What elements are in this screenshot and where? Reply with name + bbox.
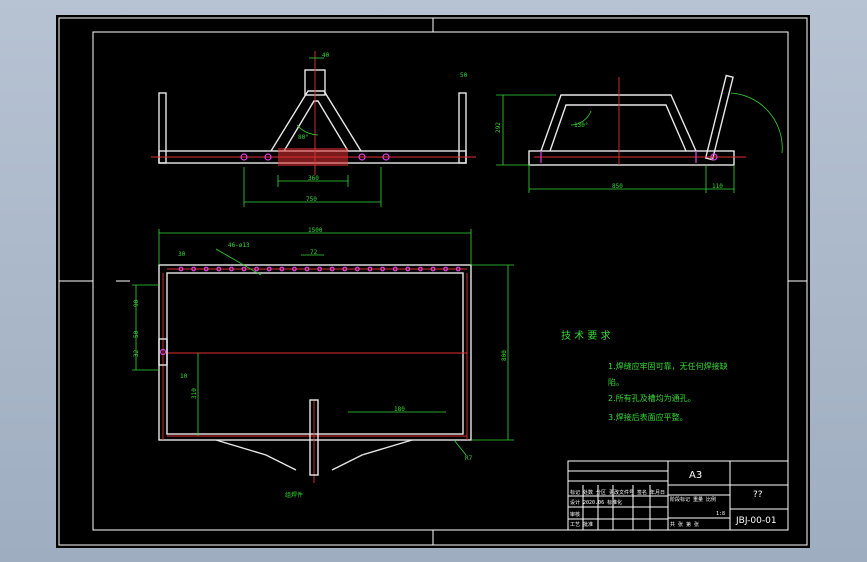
plan-right-brace: [331, 439, 413, 471]
inner-frame: [92, 31, 789, 531]
drawing-sheet: 80° 40 50 360 750 130° 292 850 11: [56, 15, 810, 548]
front-outer-dim: 750: [306, 196, 317, 203]
leader-line: [453, 439, 467, 456]
side-frame: [540, 94, 697, 152]
side-angle-arc: [570, 110, 592, 126]
side-base: [528, 150, 735, 166]
plan-pitch-dim: 72: [310, 249, 318, 256]
plan-hole: [266, 266, 272, 272]
front-hole: [264, 153, 272, 161]
plan-left-90-dim: 90: [133, 299, 140, 307]
plan-view-label: 组焊件: [285, 491, 303, 499]
side-pin: [710, 153, 718, 161]
plan-hole: [405, 266, 411, 272]
plan-180-dim: 180: [394, 406, 405, 413]
plan-hole: [380, 266, 386, 272]
side-angle-label: 130°: [574, 122, 588, 129]
front-angle-arc: [296, 124, 319, 136]
plan-hole-row: [178, 266, 461, 272]
plan-hole: [443, 266, 449, 272]
tb-format: A3: [689, 470, 702, 481]
title-block: A3 ?? JBJ-00-01 阶段标记 重量 比例 1:8 共 张 第 张 标…: [567, 460, 789, 531]
tb-row-4: 工艺 批准: [570, 521, 593, 528]
plan-height-dim: 800: [501, 350, 508, 361]
plan-hole: [329, 266, 335, 272]
plan-hole: [178, 266, 184, 272]
side-swing-arc: [730, 92, 783, 154]
plan-left-brace: [215, 439, 297, 471]
tb-row-3: 审核: [570, 511, 580, 518]
plan-hole: [455, 266, 461, 272]
plan-hole: [367, 266, 373, 272]
front-triangle-inner: [283, 100, 349, 152]
tech-line-1b: 陷。: [608, 377, 624, 387]
front-left-post: [158, 92, 167, 164]
plan-hole: [291, 266, 297, 272]
plan-width-dim: 1500: [308, 227, 323, 234]
tb-stage: 阶段标记 重量 比例: [670, 496, 716, 503]
side-base-dim: 850: [612, 183, 623, 190]
front-top-dim: 40: [322, 52, 330, 59]
plan-hole: [304, 266, 310, 272]
tb-drawing-no: JBJ-00-01: [735, 516, 777, 526]
plan-hole: [355, 266, 360, 272]
side-hitch-arm: [704, 74, 734, 161]
front-right-dim: 50: [460, 72, 468, 79]
plan-hole: [392, 266, 398, 272]
plan-left-310-dim: 310: [191, 388, 198, 399]
plan-left-10-dim: 10: [180, 373, 188, 380]
plan-left-gap-dim: 30: [178, 251, 186, 258]
cad-drawing: 80° 40 50 360 750 130° 292 850 11: [58, 17, 808, 546]
outer-frame: [58, 17, 808, 546]
tb-row-2: 设计 2020.06 标准化: [570, 499, 622, 506]
tb-row-1: 标记 处数 分区 更改文件号 签名 年月日: [570, 489, 665, 496]
tech-title: 技 术 要 求: [561, 329, 611, 342]
side-height-dim: 292: [495, 122, 502, 133]
tech-line-2: 2.所有孔及槽均为通孔。: [608, 393, 696, 403]
plan-r7-dim: R7: [465, 455, 473, 462]
tb-name: ??: [753, 490, 763, 500]
front-hole: [382, 153, 390, 161]
plan-outer-frame: [158, 264, 472, 441]
front-right-post: [458, 92, 467, 164]
tb-scale: 1:8: [716, 511, 725, 517]
plan-left-32-dim: 32: [133, 349, 140, 357]
plan-hole: [241, 266, 247, 272]
leader-line: [215, 248, 262, 276]
plan-holes-dim: 46-ø13: [228, 242, 250, 249]
plan-hole: [279, 266, 285, 272]
plan-hole: [203, 266, 209, 272]
tech-line-1: 1.焊缝应牢固可靠，无任何焊接缺: [608, 361, 728, 371]
front-hole: [358, 153, 366, 161]
plan-left-bracket: [158, 338, 168, 366]
side-right-dim: 110: [712, 183, 723, 190]
front-inner-dim: 360: [308, 175, 319, 182]
plan-hole: [430, 266, 436, 272]
plan-hole: [228, 266, 234, 272]
plan-hole: [216, 266, 222, 272]
side-frame-inner: [549, 104, 687, 152]
plan-hole: [317, 266, 323, 272]
front-angle-label: 80°: [298, 134, 309, 141]
tb-sheet: 共 张 第 张: [670, 521, 699, 528]
front-triangle: [270, 90, 362, 152]
plan-pin: [159, 348, 167, 356]
plan-hole: [418, 266, 423, 272]
plan-left-50-dim: 50: [133, 330, 140, 338]
front-bolt-cluster: [278, 148, 348, 166]
front-view: 80° 40 50 360 750: [151, 51, 476, 207]
plan-center-bar: [309, 399, 319, 476]
plan-inner-frame: [166, 272, 464, 435]
tech-requirements: 技 术 要 求 1.焊缝应牢固可靠，无任何焊接缺 陷。 2.所有孔及槽均为通孔。…: [561, 329, 728, 422]
plan-view: 1500 46-ø13 30 72 800 180 R7 90 50 32 10…: [132, 227, 514, 499]
title-block-grid: [568, 470, 668, 530]
plan-hole: [342, 266, 348, 272]
plan-hole: [191, 266, 197, 272]
front-hole: [240, 153, 248, 161]
side-view: 130° 292 850 110: [495, 74, 783, 193]
tech-line-3: 3.焊接后表面应平整。: [608, 412, 688, 422]
plan-hole: [254, 266, 260, 272]
